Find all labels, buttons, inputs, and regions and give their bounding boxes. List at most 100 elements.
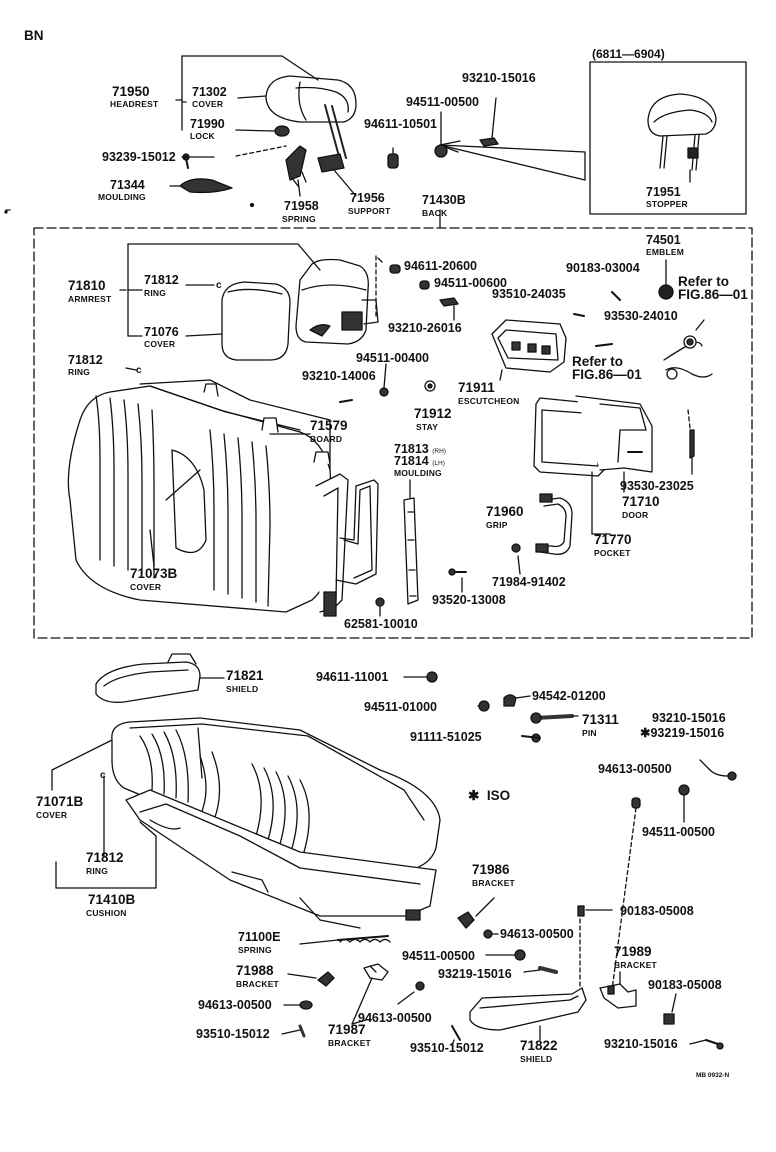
label-moulding-71813: MOULDING — [394, 468, 442, 478]
label-71988: 71988 — [236, 963, 274, 978]
label-94542-01200: 94542-01200 — [532, 689, 606, 703]
label-armrest: ARMREST — [68, 294, 112, 304]
label-71822: 71822 — [520, 1038, 558, 1053]
label-pocket: POCKET — [594, 548, 631, 558]
label-71311: 71311 — [582, 712, 619, 727]
label-71073b: 71073B — [130, 566, 178, 581]
ref-2-a: Refer to — [572, 354, 624, 369]
seat-back-illustration: c — [68, 258, 466, 616]
label-cushion: CUSHION — [86, 908, 127, 918]
label-74501: 74501 — [646, 233, 681, 247]
label-ring-b: RING — [68, 367, 91, 377]
svg-text:c: c — [136, 365, 142, 376]
label-bracket-71989: BRACKET — [614, 960, 657, 970]
label-71813: 71813 (RH) — [394, 442, 446, 456]
label-spring-71958: SPRING — [282, 214, 316, 224]
inset-box — [590, 62, 746, 214]
label-bracket-71987: BRACKET — [328, 1038, 371, 1048]
label-71812-c: 71812 — [86, 850, 124, 865]
label-71430b: 71430B — [422, 193, 466, 207]
label-71814-lh: (LH) — [432, 460, 445, 467]
label-93219-15016-a: ✱93219-15016 — [640, 726, 725, 740]
label-bracket-71988: BRACKET — [236, 979, 279, 989]
label-71984-91402: 71984-91402 — [492, 575, 566, 589]
label-94511-00500-b: 94511-00500 — [642, 825, 715, 839]
label-71950: 71950 — [112, 84, 150, 99]
label-71956: 71956 — [350, 191, 385, 205]
label-board: BOARD — [310, 434, 343, 444]
label-stopper: STOPPER — [646, 199, 688, 209]
label-94611-11001: 94611-11001 — [316, 670, 389, 684]
label-93210-14006: 93210-14006 — [302, 369, 376, 383]
armrest-illustration: c — [120, 244, 378, 360]
corner-code: BN — [24, 28, 44, 43]
label-93210-15016-a: 93210-15016 — [462, 71, 536, 85]
label-94613-00500-d: 94613-00500 — [358, 1011, 432, 1025]
label-93510-15012-b: 93510-15012 — [410, 1041, 484, 1055]
label-94511-00400: 94511-00400 — [356, 351, 429, 365]
label-90183-05008-a: 90183-05008 — [620, 904, 694, 918]
label-71076: 71076 — [144, 325, 179, 339]
label-ring-c: RING — [86, 866, 109, 876]
label-71071b: 71071B — [36, 794, 84, 809]
label-emblem: EMBLEM — [646, 247, 685, 257]
label-71812-a: 71812 — [144, 273, 179, 287]
label-71810: 71810 — [68, 278, 106, 293]
label-71911: 71911 — [458, 380, 495, 395]
ref-1-a: Refer to — [678, 274, 730, 289]
label-shield-71822: SHIELD — [520, 1054, 553, 1064]
label-cover-71076: COVER — [144, 339, 176, 349]
label-93530-23025: 93530-23025 — [620, 479, 694, 493]
label-62581-10010: 62581-10010 — [344, 617, 418, 631]
label-71813-rh: (RH) — [432, 448, 446, 455]
ref-2-b: FIG.86—01 — [572, 367, 642, 382]
label-94511-00500-a: 94511-00500 — [406, 95, 479, 109]
margin-marks — [5, 210, 10, 213]
label-94511-00600: 94511-00600 — [434, 276, 507, 290]
label-grip: GRIP — [486, 520, 508, 530]
label-93210-26016: 93210-26016 — [388, 321, 462, 335]
label-71302: 71302 — [192, 85, 227, 99]
label-cover-71073b: COVER — [130, 582, 162, 592]
label-93520-13008: 93520-13008 — [432, 593, 506, 607]
label-94611-10501: 94611-10501 — [364, 117, 437, 131]
label-71812-b: 71812 — [68, 353, 103, 367]
label-71990: 71990 — [190, 117, 225, 131]
label-71710: 71710 — [622, 494, 660, 509]
label-71100e: 71100E — [238, 930, 281, 944]
label-bracket-71986: BRACKET — [472, 878, 515, 888]
svg-text:c: c — [100, 770, 106, 781]
inset-arrow — [440, 145, 585, 180]
label-91111-51025: 91111-51025 — [410, 730, 482, 744]
label-moulding-71344: MOULDING — [98, 192, 146, 202]
label-90183-03004: 90183-03004 — [566, 261, 640, 275]
label-90183-05008-b: 90183-05008 — [648, 978, 722, 992]
iso-marker: ✱ — [468, 788, 480, 803]
label-94613-00500-c: 94613-00500 — [198, 998, 272, 1012]
cushion-illustration: c — [52, 654, 736, 1049]
label-cover-71071b: COVER — [36, 810, 68, 820]
label-71579: 71579 — [310, 418, 348, 433]
ref-1-b: FIG.86—01 — [678, 287, 748, 302]
label-94511-00500-c: 94511-00500 — [402, 949, 475, 963]
label-94611-20600: 94611-20600 — [404, 259, 477, 273]
iso-note: ✱ ISO — [468, 788, 511, 803]
label-lock: LOCK — [190, 131, 215, 141]
label-71410b: 71410B — [88, 892, 136, 907]
label-71770: 71770 — [594, 532, 632, 547]
headrest-illustration — [170, 56, 498, 207]
escutcheon-door-illustration — [492, 260, 712, 574]
label-door: DOOR — [622, 510, 649, 520]
label-ring-a: RING — [144, 288, 167, 298]
label-71302-cover: COVER — [192, 99, 224, 109]
label-stay: STAY — [416, 422, 439, 432]
back-assembly-box — [34, 228, 752, 638]
label-93210-15016-c: 93210-15016 — [604, 1037, 678, 1051]
label-93219-15016-b: 93219-15016 — [438, 967, 512, 981]
iso-text: ISO — [486, 788, 511, 803]
label-support: SUPPORT — [348, 206, 391, 216]
label-back: BACK — [422, 208, 448, 218]
label-escutcheon: ESCUTCHEON — [458, 396, 520, 406]
